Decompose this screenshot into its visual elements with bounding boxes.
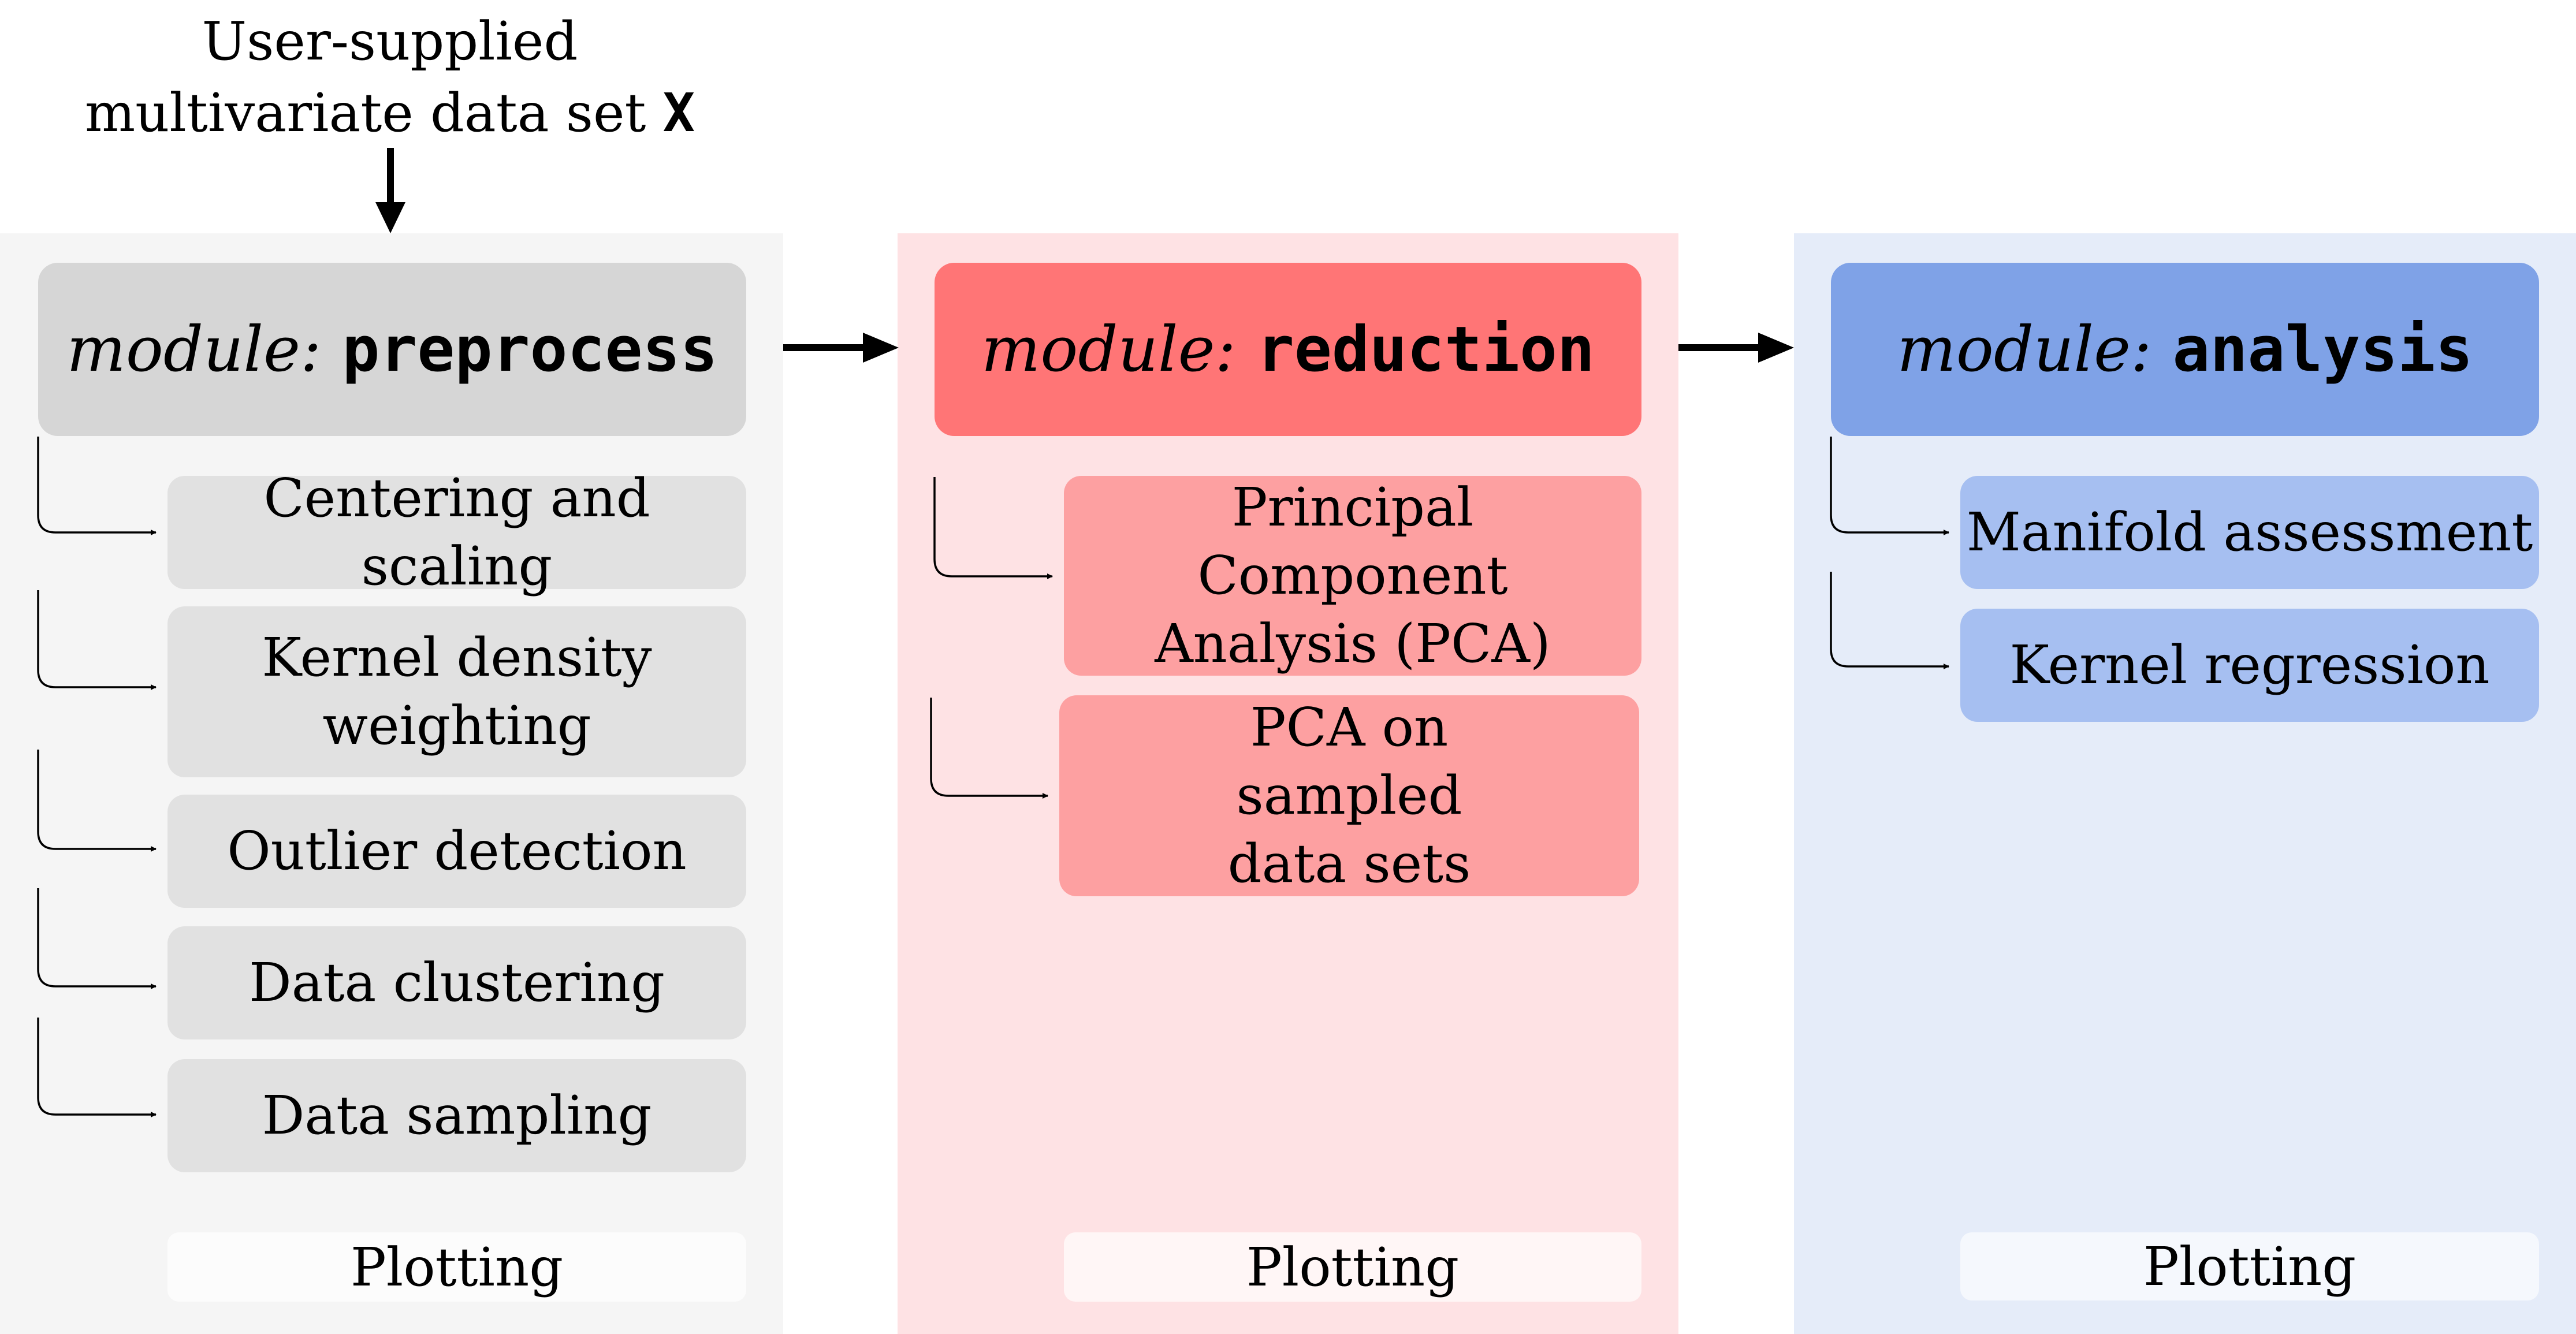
connector-centering xyxy=(37,437,157,535)
input-label-line2: multivariate data set X xyxy=(23,77,757,149)
input-label-text: multivariate data set xyxy=(84,82,646,144)
module-keyword: module: xyxy=(981,313,1236,386)
plotting-analysis[interactable]: Plotting xyxy=(1960,1232,2539,1301)
connector-pca xyxy=(933,477,1053,579)
flow-arrow-reduction-to-analysis xyxy=(1678,333,1794,363)
module-name-preprocess: preprocess xyxy=(342,313,718,386)
connector-clustering xyxy=(37,888,157,989)
connector-kernel-regression xyxy=(1830,572,1949,669)
submodule-outlier-detection[interactable]: Outlier detection xyxy=(167,795,746,908)
analysis-module-header[interactable]: module: analysis xyxy=(1831,263,2539,436)
plotting-reduction[interactable]: Plotting xyxy=(1064,1232,1641,1302)
module-name-analysis: analysis xyxy=(2172,313,2473,386)
submodule-manifold-assessment[interactable]: Manifold assessment xyxy=(1960,476,2539,589)
connector-sampling xyxy=(37,1018,157,1117)
plotting-label: Plotting xyxy=(350,1236,564,1298)
submodule-label: PCA on sampled data sets xyxy=(1227,696,1471,895)
submodule-data-sampling[interactable]: Data sampling xyxy=(167,1059,746,1172)
submodule-label: Kernel regression xyxy=(2009,634,2490,696)
module-name-reduction: reduction xyxy=(1256,313,1595,386)
input-symbol: X xyxy=(662,82,695,144)
preprocess-module-header[interactable]: module: preprocess xyxy=(38,263,746,436)
submodule-kernel-density-weighting[interactable]: Kernel density weighting xyxy=(167,606,746,777)
module-keyword: module: xyxy=(1897,313,2152,386)
connector-outlier xyxy=(37,750,157,852)
submodule-centering-scaling[interactable]: Centering and scaling xyxy=(167,467,746,597)
submodule-label: Outlier detection xyxy=(227,820,687,882)
module-keyword: module: xyxy=(66,313,322,386)
connector-manifold xyxy=(1830,437,1949,535)
flow-arrow-preprocess-to-reduction xyxy=(783,333,899,363)
submodule-kernel-regression[interactable]: Kernel regression xyxy=(1960,609,2539,722)
plotting-label: Plotting xyxy=(2143,1235,2357,1298)
plotting-label: Plotting xyxy=(1246,1236,1460,1298)
submodule-label: Data clustering xyxy=(248,952,665,1013)
submodule-data-clustering[interactable]: Data clustering xyxy=(167,926,746,1039)
input-label-line1: User-supplied xyxy=(202,10,578,72)
input-arrow xyxy=(375,148,405,233)
submodule-pca-sampled[interactable]: PCA on sampled data sets xyxy=(1059,695,1639,896)
submodule-label: Manifold assessment xyxy=(1966,501,2533,563)
plotting-preprocess[interactable]: Plotting xyxy=(167,1232,746,1302)
reduction-module-header[interactable]: module: reduction xyxy=(935,263,1641,436)
submodule-label: Data sampling xyxy=(262,1085,652,1146)
submodule-pca[interactable]: Principal Component Analysis (PCA) xyxy=(1064,476,1641,676)
connector-pca-sampled xyxy=(930,698,1048,799)
connector-kernel-density xyxy=(37,590,157,690)
input-data-label: User-supplied multivariate data set X xyxy=(23,6,757,149)
submodule-label: Principal Component Analysis (PCA) xyxy=(1155,476,1551,675)
submodule-label: Centering and scaling xyxy=(263,467,650,597)
submodule-label: Kernel density weighting xyxy=(262,627,652,757)
